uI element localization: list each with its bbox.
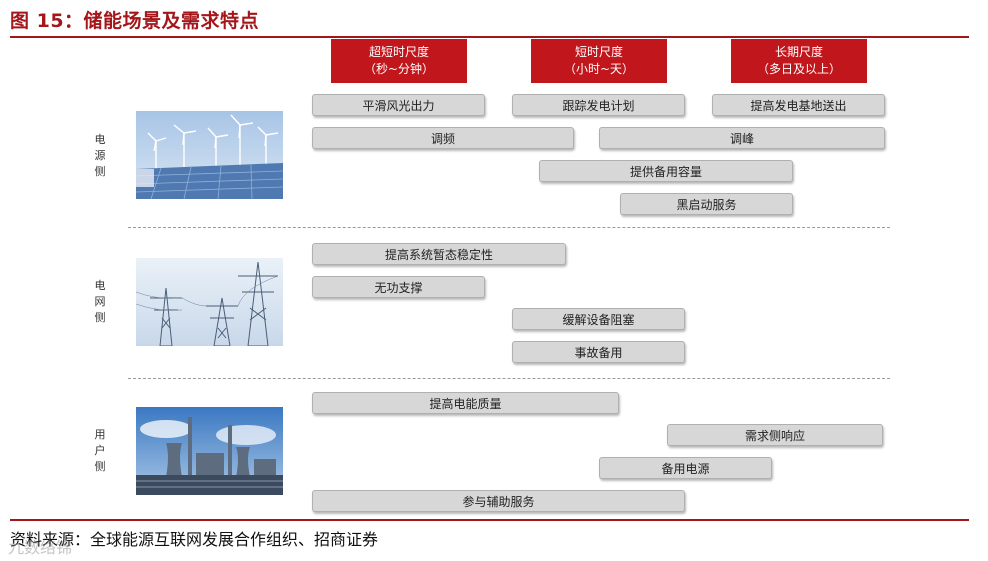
- bar-smooth-renewable-output: 平滑风光出力: [312, 94, 485, 116]
- bar-track-generation-plan: 跟踪发电计划: [512, 94, 685, 116]
- bar-reserve-capacity: 提供备用容量: [539, 160, 793, 182]
- header-title: 短时尺度: [575, 44, 623, 61]
- section-divider: [128, 378, 890, 379]
- header-long: 长期尺度 （多日及以上）: [731, 39, 867, 83]
- header-short: 短时尺度 （小时~天）: [531, 39, 667, 83]
- transmission-tower-image: [136, 258, 283, 346]
- header-title: 长期尺度: [775, 44, 823, 61]
- figure-title: 图 15：储能场景及需求特点: [10, 6, 259, 33]
- section-divider: [128, 227, 890, 228]
- bar-reactive-power-support: 无功支撑: [312, 276, 485, 298]
- bottom-rule: [10, 519, 969, 521]
- wind-solar-farm-image: [136, 111, 283, 199]
- bar-demand-response: 需求侧响应: [667, 424, 883, 446]
- bar-peak-shaving: 调峰: [599, 127, 885, 149]
- header-range: （秒~分钟）: [364, 61, 434, 78]
- header-ultra-short: 超短时尺度 （秒~分钟）: [331, 39, 467, 83]
- top-rule: [10, 36, 969, 38]
- bar-emergency-reserve: 事故备用: [512, 341, 685, 363]
- section-label-generation: 电 源 侧: [92, 132, 108, 180]
- bar-ancillary-services: 参与辅助服务: [312, 490, 685, 512]
- header-range: （小时~天）: [564, 61, 634, 78]
- bar-relieve-congestion: 缓解设备阻塞: [512, 308, 685, 330]
- watermark: 九数络锦: [8, 534, 72, 558]
- bar-improve-power-quality: 提高电能质量: [312, 392, 619, 414]
- bar-frequency-regulation: 调频: [312, 127, 574, 149]
- bar-transient-stability: 提高系统暂态稳定性: [312, 243, 566, 265]
- section-label-user: 用 户 侧: [92, 427, 108, 475]
- bar-backup-power: 备用电源: [599, 457, 772, 479]
- header-range: （多日及以上）: [757, 61, 841, 78]
- industrial-plant-image: [136, 407, 283, 495]
- bar-black-start: 黑启动服务: [620, 193, 793, 215]
- bar-improve-base-transmission: 提高发电基地送出: [712, 94, 885, 116]
- section-label-grid: 电 网 侧: [92, 278, 108, 326]
- header-title: 超短时尺度: [369, 44, 429, 61]
